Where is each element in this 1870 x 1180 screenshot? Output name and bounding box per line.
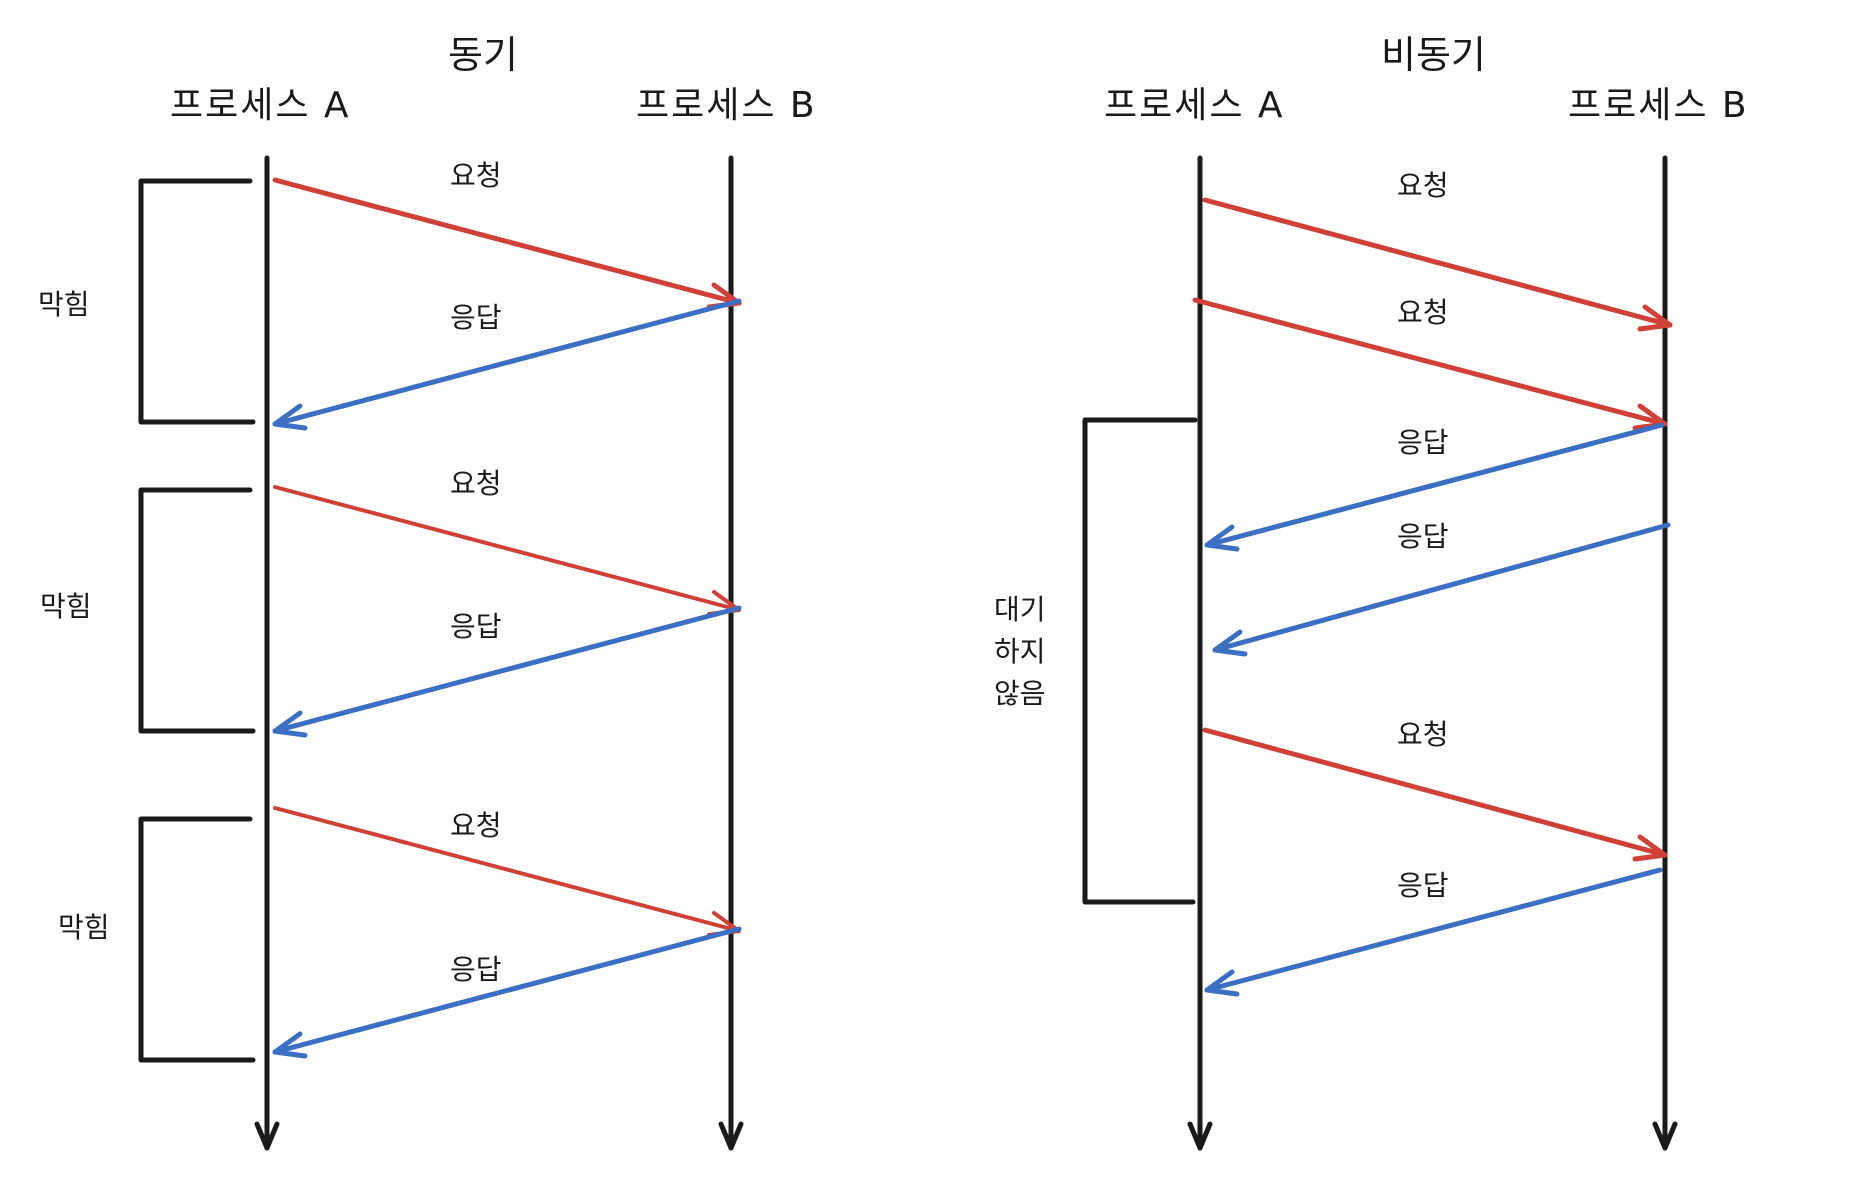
- async-not-waiting-line-1: 대기: [994, 593, 1046, 626]
- async-message-label-5: 요청: [1397, 718, 1449, 751]
- async-message-label-2: 요청: [1397, 296, 1449, 329]
- sync-request-arrow-1: [272, 177, 742, 306]
- sync-message-label-6: 응답: [450, 953, 502, 986]
- async-response-arrowhead-1: [1204, 524, 1240, 552]
- sync-title: 동기: [448, 33, 518, 77]
- sync-lifeline-b-arrowhead: [718, 1121, 744, 1151]
- sync-message-label-3: 요청: [450, 467, 502, 500]
- async-title: 비동기: [1381, 33, 1486, 77]
- sync-lifeline-a-arrowhead: [254, 1121, 280, 1151]
- sync-response-arrow-3: [272, 926, 742, 1055]
- sync-response-arrowhead-3: [272, 1031, 308, 1059]
- async-not-waiting-label: 대기 하지 않음: [994, 589, 1046, 715]
- sync-response-arrow-2: [272, 605, 742, 734]
- async-request-arrow-2: [1192, 297, 1668, 427]
- async-response-arrowhead-3: [1204, 969, 1240, 997]
- async-not-waiting-line-3: 않음: [994, 677, 1046, 710]
- sync-response-arrow-1: [272, 298, 742, 427]
- async-response-arrowhead-2: [1212, 629, 1248, 657]
- sync-response-arrowhead-1: [272, 403, 308, 431]
- async-message-label-4: 응답: [1397, 520, 1449, 553]
- sync-message-label-2: 응답: [450, 301, 502, 334]
- async-request-arrowhead-3: [1632, 834, 1668, 862]
- async-response-arrow-3: [1204, 867, 1663, 993]
- async-response-arrow-1: [1204, 422, 1665, 548]
- sync-process-b-label: 프로세스 B: [636, 85, 817, 126]
- async-lifeline-b-arrowhead: [1652, 1121, 1678, 1151]
- sync-blocked-label-1: 막힘: [38, 288, 90, 321]
- sync-process-a-label: 프로세스 A: [170, 85, 351, 126]
- sync-blocked-label-3: 막힘: [58, 911, 110, 944]
- async-response-arrow-2: [1212, 522, 1671, 653]
- async-not-waiting-bracket: [1082, 417, 1198, 905]
- sync-message-label-1: 요청: [450, 159, 502, 192]
- sync-message-label-4: 응답: [450, 610, 502, 643]
- async-not-waiting-line-2: 하지: [994, 635, 1046, 668]
- async-request-arrowhead-1: [1637, 304, 1673, 332]
- sync-request-arrow-3: [273, 806, 741, 933]
- sync-blocked-label-2: 막힘: [40, 590, 92, 623]
- async-process-b-label: 프로세스 B: [1568, 85, 1749, 126]
- async-message-label-6: 응답: [1397, 869, 1449, 902]
- async-request-arrow-1: [1202, 197, 1673, 328]
- async-request-arrowhead-2: [1632, 403, 1668, 431]
- sync-response-arrowhead-2: [272, 710, 308, 738]
- sync-blocked-bracket-3: [138, 816, 256, 1063]
- sync-request-arrow-2: [273, 485, 741, 612]
- async-request-arrow-3: [1202, 727, 1668, 858]
- async-process-a-label: 프로세스 A: [1104, 85, 1285, 126]
- async-message-label-3: 응답: [1397, 426, 1449, 459]
- async-message-label-1: 요청: [1397, 169, 1449, 202]
- async-lifeline-a-arrowhead: [1187, 1121, 1213, 1151]
- sync-blocked-bracket-1: [138, 178, 256, 425]
- sync-blocked-bracket-2: [138, 487, 256, 734]
- sync-message-label-5: 요청: [450, 809, 502, 842]
